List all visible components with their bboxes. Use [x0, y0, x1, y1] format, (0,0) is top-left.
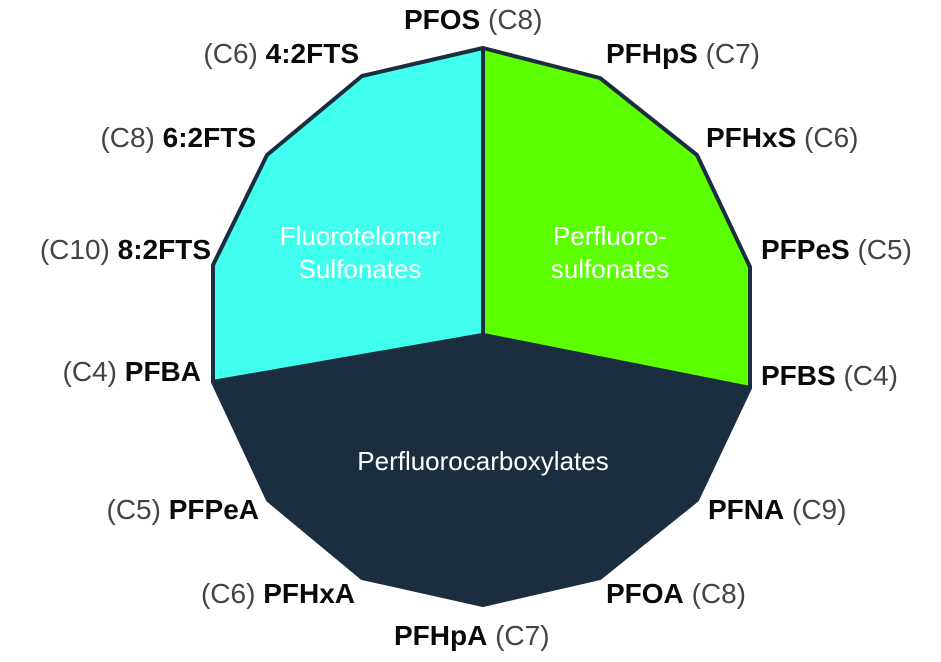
compound-label: PFHpA (C7)	[394, 622, 550, 650]
compound-label: PFHxS (C6)	[706, 124, 858, 152]
compound-label: PFBS (C4)	[761, 362, 898, 390]
compound-name: PFBS	[761, 360, 836, 391]
chain-length: (C6)	[804, 122, 859, 153]
compound-label: PFPeS (C5)	[761, 236, 912, 264]
compound-name: 6:2FTS	[162, 122, 256, 153]
fluorotelomer-line1: Fluorotelomer	[279, 221, 441, 251]
compound-name: 4:2FTS	[265, 38, 359, 69]
compound-name: PFPeA	[168, 494, 259, 525]
compound-name: PFBA	[124, 356, 201, 387]
compound-name: PFNA	[708, 494, 785, 525]
chain-length: (C10)	[39, 234, 110, 265]
compound-label: (C4) PFBA	[63, 358, 201, 386]
chain-length: (C7)	[705, 38, 761, 69]
compound-name: PFHpS	[606, 38, 698, 69]
compound-name: PFPeS	[761, 234, 850, 265]
chain-length: (C8)	[691, 578, 747, 609]
chain-length: (C7)	[495, 620, 550, 651]
perfluorosulfonates-label: Perfluoro- sulfonates	[490, 220, 730, 285]
compound-name: PFOS	[404, 4, 481, 35]
chain-length: (C6)	[203, 38, 258, 69]
compound-label: (C6) PFHxA	[201, 580, 355, 608]
perfluorocarboxylates-region	[211, 333, 752, 607]
compound-label: PFNA (C9)	[708, 496, 846, 524]
fluorotelomer-label: Fluorotelomer Sulfonates	[240, 220, 480, 285]
chain-length: (C5)	[857, 234, 912, 265]
fluorotelomer-line2: Sulfonates	[298, 253, 422, 284]
compound-label: (C8) 6:2FTS	[100, 124, 256, 152]
perfluorocarboxylates-label: Perfluorocarboxylates	[283, 445, 683, 478]
compound-label: (C10) 8:2FTS	[40, 236, 211, 264]
compound-label: PFOS (C8)	[404, 6, 542, 34]
compound-name: PFHpA	[394, 620, 488, 651]
compound-label: PFOA (C8)	[606, 580, 746, 608]
compound-name: PFHxA	[263, 578, 355, 609]
perfluorosulfonates-line2: sulfonates	[550, 253, 670, 284]
compound-label: PFHpS (C7)	[606, 40, 760, 68]
compound-name: 8:2FTS	[117, 234, 211, 265]
chain-length: (C6)	[200, 578, 256, 609]
chain-length: (C8)	[488, 4, 543, 35]
chain-length: (C5)	[106, 494, 161, 525]
chain-length: (C9)	[792, 494, 847, 525]
chain-length: (C4)	[843, 360, 898, 391]
compound-label: (C5) PFPeA	[107, 496, 259, 524]
chain-length: (C4)	[62, 356, 117, 387]
fluorotelomer-region	[211, 46, 485, 384]
compound-label: (C6) 4:2FTS	[203, 40, 359, 68]
perfluorosulfonates-region	[481, 46, 752, 390]
perfluorosulfonates-line1: Perfluoro-	[552, 221, 668, 251]
compound-name: PFOA	[606, 578, 684, 609]
chain-length: (C8)	[100, 122, 155, 153]
perfluorocarboxylates-line1: Perfluorocarboxylates	[357, 446, 609, 476]
compound-name: PFHxS	[706, 122, 797, 153]
